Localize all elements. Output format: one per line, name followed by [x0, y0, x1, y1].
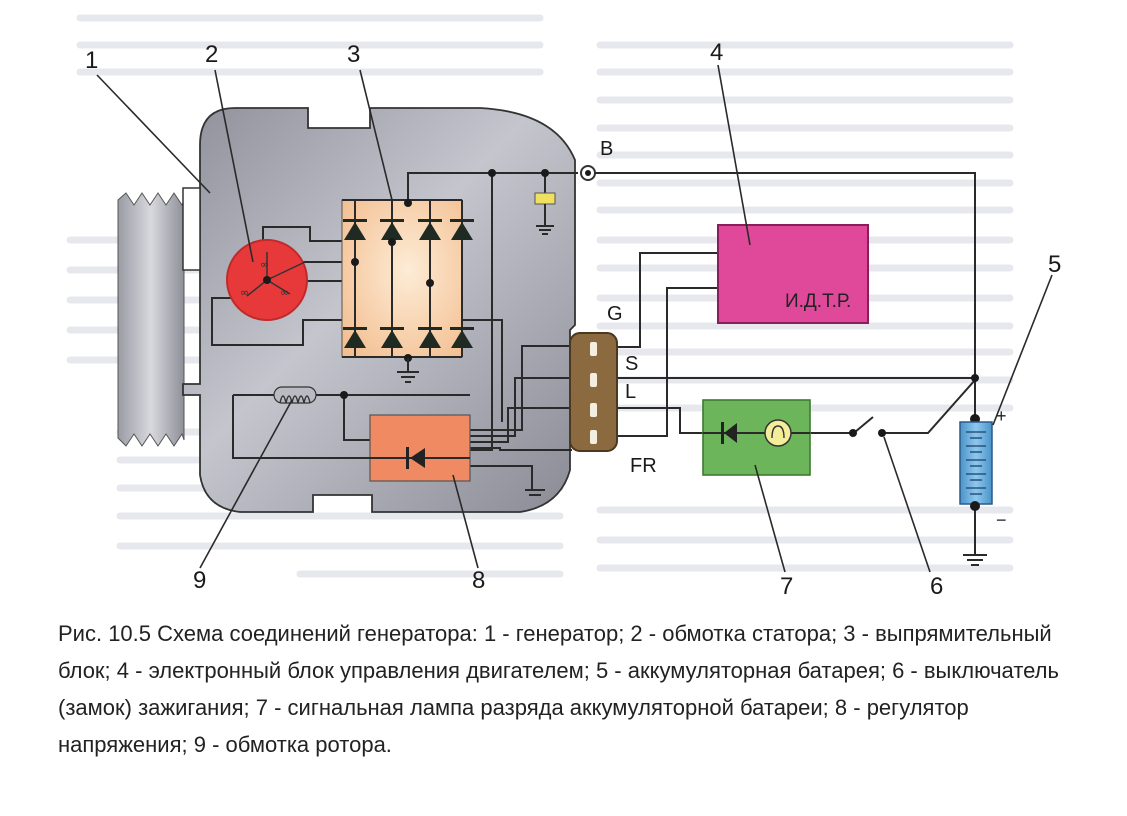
capacitor — [488, 169, 556, 235]
diode-row-top — [343, 219, 474, 240]
battery: + − — [959, 406, 1007, 566]
terminal-b: B — [580, 138, 613, 181]
callout-4: 4 — [710, 39, 723, 66]
pulley — [117, 192, 185, 447]
ground-icon — [525, 489, 545, 496]
callout-3: 3 — [347, 41, 360, 68]
terminal-s-label: S — [625, 353, 638, 375]
generator-wiring-diagram: ∞ ∞ ∞ B — [66, 14, 1061, 600]
callout-leaders — [96, 64, 1053, 573]
rectifier-block — [341, 199, 474, 383]
svg-text:∞: ∞ — [260, 258, 269, 271]
callout-9: 9 — [193, 567, 206, 594]
terminal-l-label: L — [625, 381, 636, 403]
voltage-regulator — [233, 414, 545, 496]
warning-lamp-block — [702, 399, 811, 476]
battery-minus-label: − — [996, 510, 1007, 530]
callout-numbers: 1 2 3 4 5 6 7 8 9 — [85, 39, 1061, 600]
callout-7: 7 — [780, 573, 793, 600]
stator-winding: ∞ ∞ ∞ — [226, 239, 308, 321]
diode-row-bottom — [343, 327, 474, 348]
rotor-winding — [273, 386, 348, 404]
ecu-block: И.Д.Т.Р. — [717, 224, 869, 324]
callout-6: 6 — [930, 573, 943, 600]
svg-text:∞: ∞ — [280, 286, 289, 299]
ecu-label: И.Д.Т.Р. — [785, 291, 851, 312]
external-wires — [595, 172, 979, 555]
battery-plus-label: + — [996, 406, 1007, 426]
figure-caption: Рис. 10.5 Схема соединений генератора: 1… — [58, 621, 1059, 757]
callout-5: 5 — [1048, 251, 1061, 278]
ground-icon — [397, 358, 419, 383]
terminal-fr-label: FR — [630, 455, 657, 477]
svg-text:∞: ∞ — [240, 286, 249, 299]
ground-icon — [963, 554, 987, 566]
terminal-g-label: G — [607, 303, 623, 325]
terminal-b-label: B — [600, 138, 613, 160]
callout-8: 8 — [472, 567, 485, 594]
callout-1: 1 — [85, 47, 98, 74]
generator-connector: G S L FR — [569, 303, 657, 477]
lamp-icon — [764, 419, 792, 447]
callout-2: 2 — [205, 41, 218, 68]
